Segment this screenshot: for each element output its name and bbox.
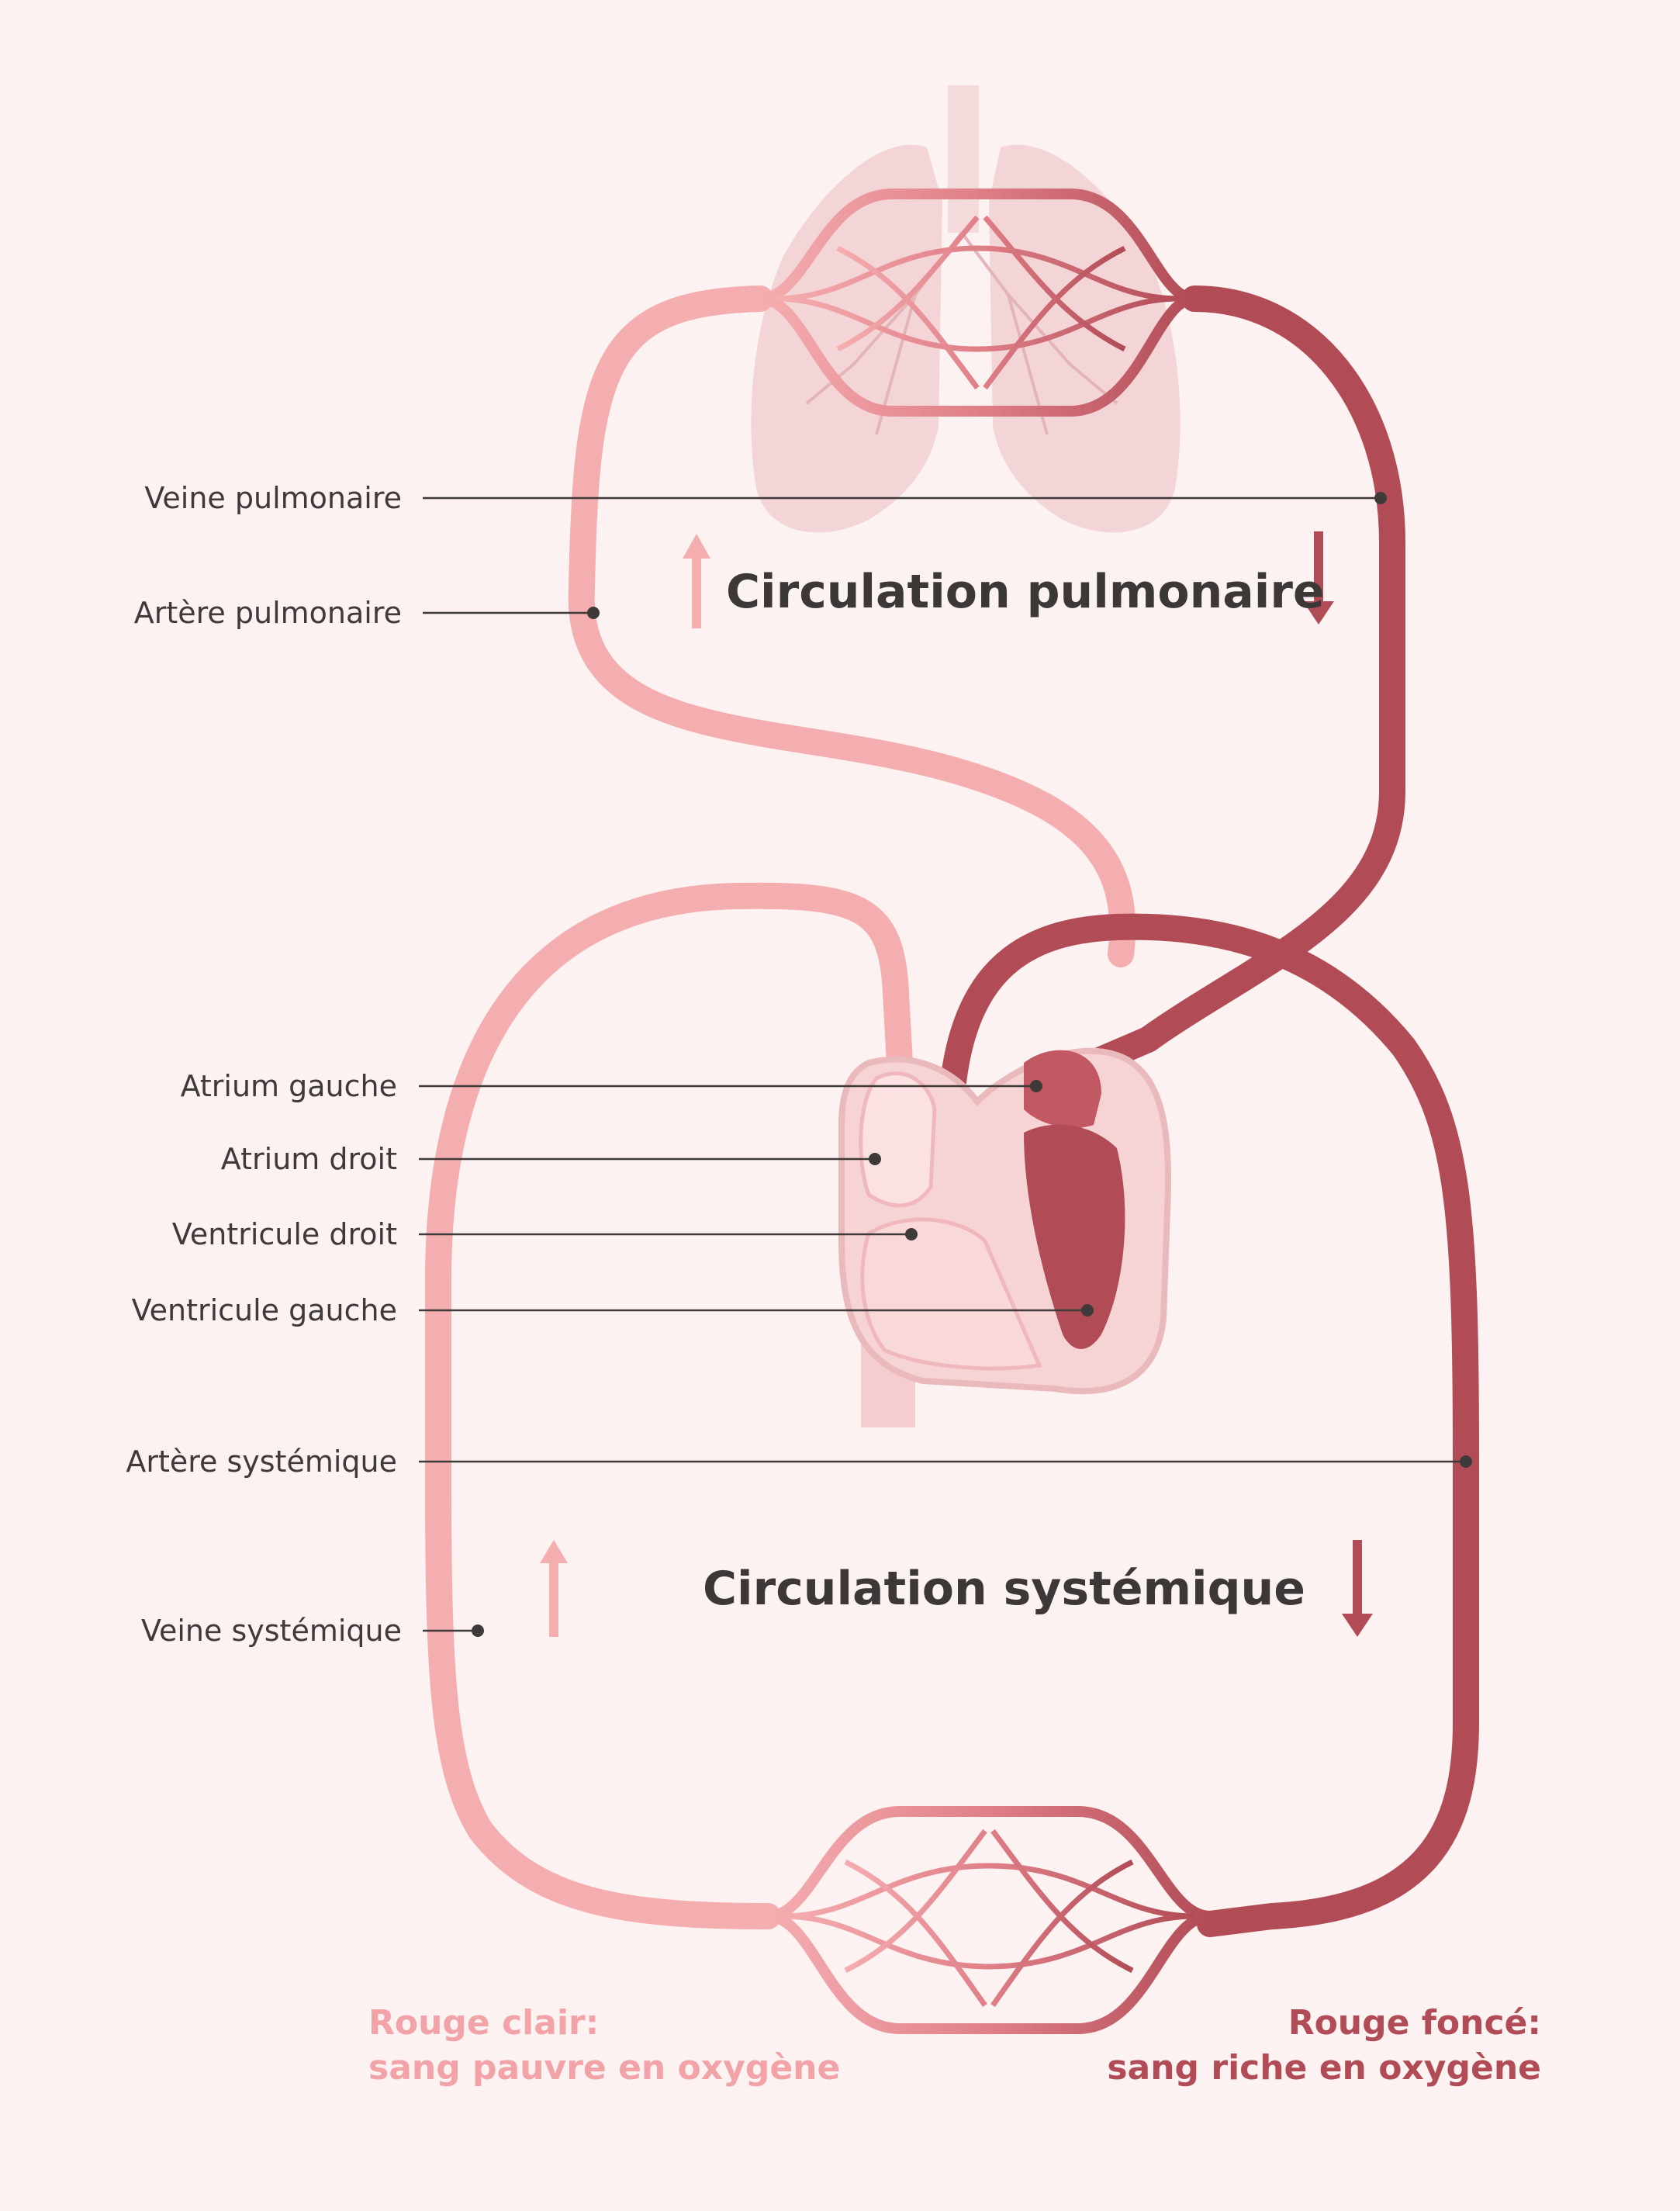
lungs-icon — [751, 85, 1180, 533]
svg-text:Veine systémique: Veine systémique — [141, 1614, 402, 1648]
systemic-vein-vessel — [425, 882, 913, 1929]
right-lung — [989, 144, 1180, 533]
svg-text:Ventricule droit: Ventricule droit — [172, 1217, 397, 1251]
pulmonary-artery-vessel — [568, 285, 1136, 967]
capillary-bed-icon — [767, 1806, 1211, 2034]
label-systemic-vein: Veine systémique — [141, 1614, 484, 1648]
lung-bronchi — [805, 231, 1118, 435]
pulmonary-vein-vessel — [1080, 285, 1405, 1076]
label-left-atrium: Atrium gauche — [181, 1069, 1042, 1103]
pulmonary-circulation-title: Circulation pulmonaire — [726, 565, 1325, 619]
label-pulmonary-artery: Artère pulmonaire — [134, 596, 600, 630]
label-right-atrium: Atrium droit — [221, 1142, 881, 1176]
systemic-circulation-title: Circulation systémique — [703, 1562, 1305, 1616]
label-left-ventricle: Ventricule gauche — [132, 1293, 1094, 1327]
label-systemic-artery: Artère systémique — [126, 1445, 1472, 1479]
left-ventricle-shape — [1024, 1124, 1125, 1349]
svg-text:Atrium droit: Atrium droit — [221, 1142, 397, 1176]
pulmonary-capillary-bed — [759, 189, 1196, 417]
svg-text:sang riche en oxygène: sang riche en oxygène — [1107, 2048, 1541, 2088]
systemic-artery-vessel — [937, 913, 1479, 1937]
svg-text:Ventricule gauche: Ventricule gauche — [132, 1293, 397, 1327]
left-atrium-shape — [1024, 1050, 1101, 1128]
svg-text:Artère systémique: Artère systémique — [126, 1445, 397, 1479]
arrow-up-icon — [683, 534, 710, 628]
trachea — [948, 85, 979, 233]
svg-text:Rouge foncé:: Rouge foncé: — [1288, 2003, 1541, 2043]
right-atrium-shape — [859, 1071, 937, 1208]
arrow-up-icon — [540, 1540, 568, 1637]
legend-light: Rouge clair: sang pauvre en oxygène — [368, 2003, 840, 2088]
heart-icon — [838, 1047, 1172, 1427]
svg-text:Artère pulmonaire: Artère pulmonaire — [134, 596, 402, 630]
arrow-down-icon — [1303, 531, 1334, 625]
vessels — [425, 285, 1479, 1937]
label-pulmonary-vein: Veine pulmonaire — [144, 481, 1387, 515]
svg-text:Rouge clair:: Rouge clair: — [368, 2003, 599, 2043]
svg-text:Veine pulmonaire: Veine pulmonaire — [144, 481, 402, 515]
left-lung — [751, 144, 942, 533]
legend-dark: Rouge foncé: sang riche en oxygène — [1107, 2003, 1541, 2088]
svg-text:sang pauvre en oxygène: sang pauvre en oxygène — [368, 2048, 840, 2088]
arrow-down-icon — [1342, 1540, 1373, 1637]
right-ventricle-shape — [860, 1217, 1042, 1371]
svg-text:Atrium gauche: Atrium gauche — [181, 1069, 397, 1103]
label-right-ventricle: Ventricule droit — [172, 1217, 918, 1251]
